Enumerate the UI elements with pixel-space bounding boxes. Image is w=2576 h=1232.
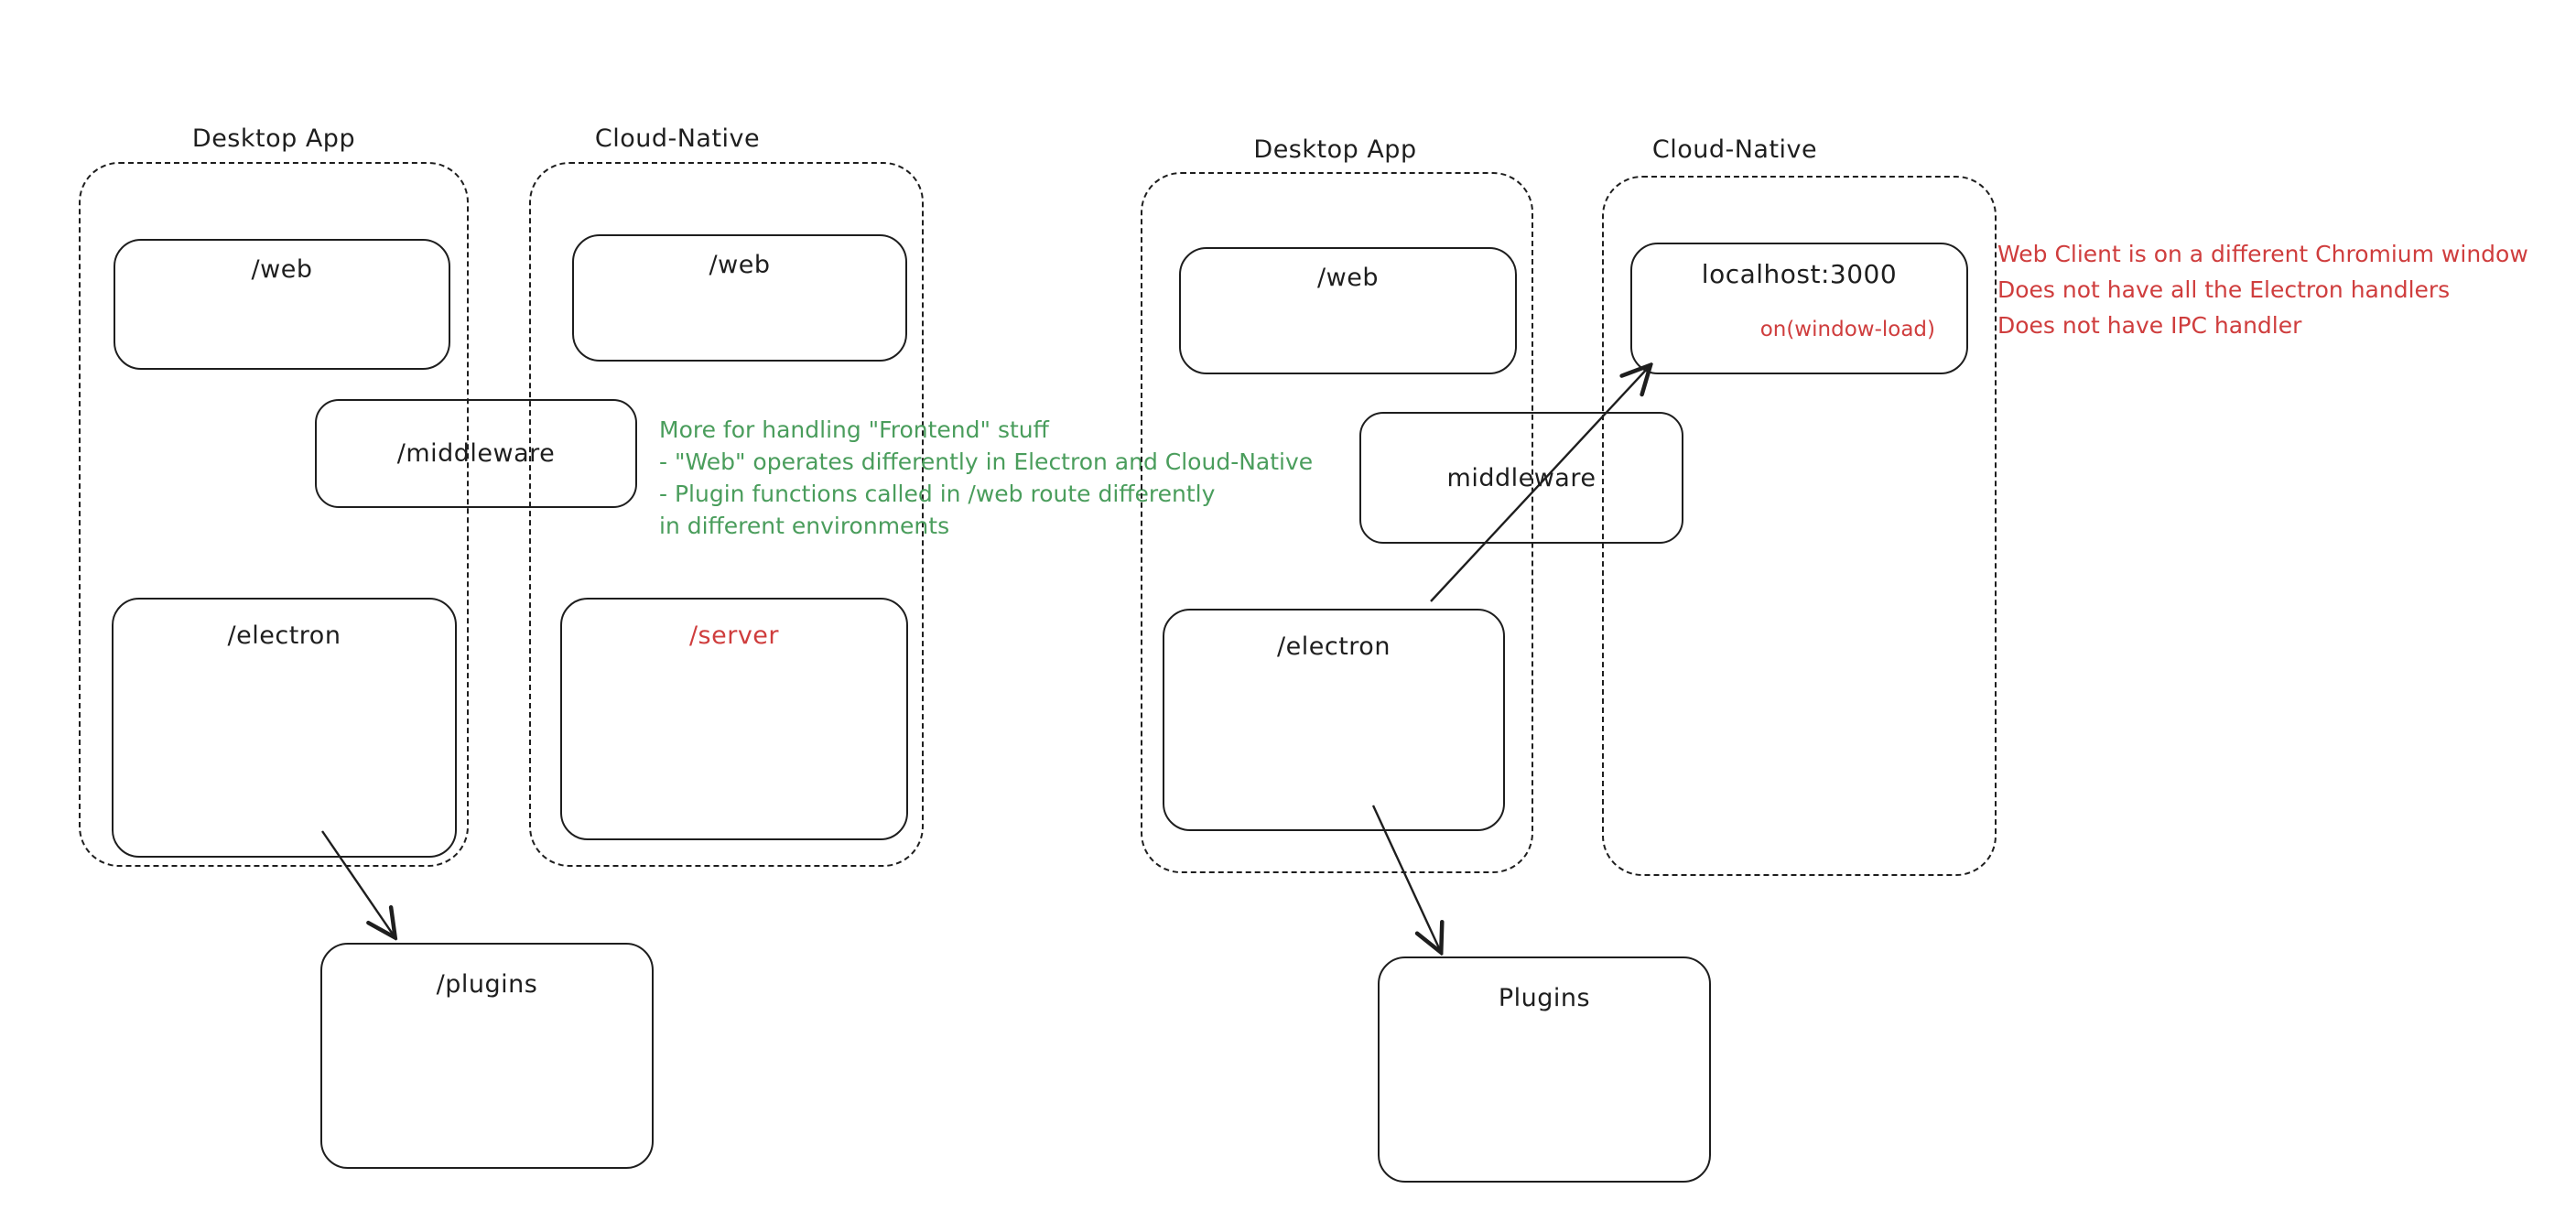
note-red-line-2: Does not have all the Electron handlers bbox=[1997, 276, 2451, 303]
box-server-left-label: /server bbox=[688, 621, 780, 650]
box-web-desktop-right-label: /web bbox=[1317, 264, 1379, 292]
box-electron-right: /electron bbox=[1163, 609, 1505, 831]
note-green-line-4: in different environments bbox=[659, 513, 950, 539]
box-web-desktop-left: /web bbox=[114, 239, 450, 370]
label-desktop-app-left: Desktop App bbox=[191, 124, 356, 153]
box-web-desktop-left-label: /web bbox=[251, 255, 313, 284]
box-electron-left: /electron bbox=[112, 598, 457, 858]
note-green-line-2: - "Web" operates differently in Electron… bbox=[659, 448, 1314, 475]
note-frontend-green: More for handling "Frontend" stuff - "We… bbox=[659, 414, 1313, 542]
note-webclient-red: Web Client is on a different Chromium wi… bbox=[1997, 236, 2528, 343]
label-cloud-native-right: Cloud-Native bbox=[1651, 135, 1818, 164]
note-red-line-1: Web Client is on a different Chromium wi… bbox=[1997, 241, 2528, 267]
box-localhost-3000-label: localhost:3000 bbox=[1701, 259, 1898, 289]
box-middleware-right: middleware bbox=[1359, 412, 1683, 544]
box-electron-right-label: /electron bbox=[1277, 632, 1391, 661]
box-web-cloud-left-label: /web bbox=[709, 251, 771, 279]
box-electron-left-label: /electron bbox=[227, 621, 341, 650]
box-middleware-left-label: /middleware bbox=[396, 439, 556, 468]
label-cloud-native-left: Cloud-Native bbox=[594, 124, 761, 153]
box-plugins-right: Plugins bbox=[1378, 956, 1711, 1183]
on-window-load-label: on(window-load) bbox=[1759, 318, 1935, 341]
box-web-cloud-left: /web bbox=[572, 234, 907, 362]
box-middleware-left: /middleware bbox=[315, 399, 637, 508]
note-green-line-1: More for handling "Frontend" stuff bbox=[659, 416, 1049, 443]
box-web-desktop-right: /web bbox=[1179, 247, 1517, 374]
container-desktop-app-left bbox=[79, 162, 469, 867]
note-green-line-3: - Plugin functions called in /web route … bbox=[659, 481, 1216, 507]
box-plugins-left-label: /plugins bbox=[436, 970, 538, 999]
box-middleware-right-label: middleware bbox=[1446, 463, 1596, 492]
label-desktop-app-right: Desktop App bbox=[1253, 135, 1417, 164]
note-red-line-3: Does not have IPC handler bbox=[1997, 312, 2302, 339]
container-cloud-native-left bbox=[529, 162, 924, 867]
box-localhost-3000: localhost:3000 on(window-load) bbox=[1630, 243, 1968, 374]
box-server-left: /server bbox=[560, 598, 908, 840]
box-plugins-left: /plugins bbox=[320, 943, 654, 1169]
box-plugins-right-label: Plugins bbox=[1498, 984, 1591, 1012]
